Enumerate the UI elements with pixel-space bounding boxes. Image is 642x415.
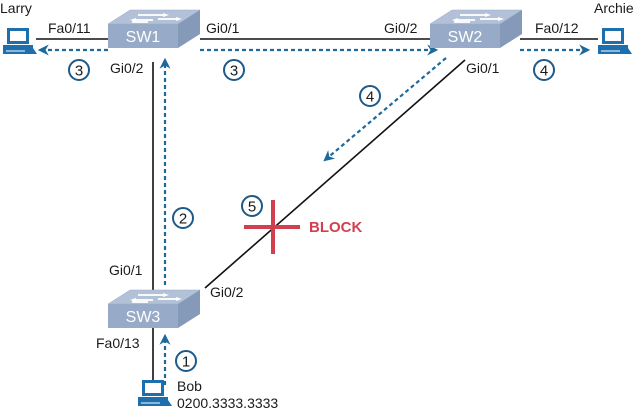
- svg-text:3: 3: [75, 63, 83, 80]
- switch-label: SW1: [126, 29, 161, 46]
- port-label-sw1-gi02: Gi0/2: [110, 60, 144, 76]
- pc-larry-label: Larry: [0, 0, 32, 16]
- step-badge-2: 2: [172, 207, 194, 229]
- step-badge-3-left: 3: [68, 59, 90, 81]
- svg-text:4: 4: [540, 63, 548, 80]
- pc-bob[interactable]: [137, 379, 173, 407]
- port-label-sw3-gi02: Gi0/2: [210, 284, 244, 300]
- switch-label: SW2: [448, 29, 483, 46]
- link-sw2-sw3: [204, 59, 466, 289]
- step-badge-4-diag: 4: [359, 85, 381, 107]
- svg-text:5: 5: [248, 199, 256, 216]
- svg-text:1: 1: [182, 354, 190, 371]
- svg-text:3: 3: [230, 63, 238, 80]
- step-badge-4-right: 4: [533, 59, 555, 81]
- pc-archie[interactable]: [597, 27, 633, 55]
- pc-icon: [597, 27, 633, 55]
- pc-larry[interactable]: [2, 27, 38, 55]
- switch-sw1[interactable]: SW1: [107, 9, 201, 49]
- port-label-sw2-gi02: Gi0/2: [384, 20, 418, 36]
- pc-icon: [2, 27, 38, 55]
- step-badge-1: 1: [175, 350, 197, 372]
- step-badge-3-right: 3: [223, 59, 245, 81]
- pc-archie-label: Archie: [594, 0, 634, 16]
- block-cross-icon: [244, 200, 300, 254]
- svg-text:2: 2: [179, 211, 187, 228]
- pc-bob-label: Bob: [177, 378, 202, 394]
- switch-label: SW3: [126, 309, 161, 326]
- port-label-sw1-fa011: Fa0/11: [48, 20, 91, 36]
- port-label-sw1-gi01: Gi0/1: [206, 20, 240, 36]
- pc-bob-mac: 0200.3333.3333: [177, 395, 278, 411]
- port-label-sw2-fa012: Fa0/12: [535, 20, 579, 36]
- step-badge-5: 5: [241, 195, 263, 217]
- flow-arrow-step4-diag: [323, 57, 447, 162]
- port-label-sw3-gi01: Gi0/1: [109, 262, 143, 278]
- switch-sw3[interactable]: SW3: [107, 289, 201, 329]
- block-label: BLOCK: [309, 219, 362, 236]
- pc-icon: [137, 379, 173, 407]
- svg-text:4: 4: [366, 89, 374, 106]
- port-label-sw2-gi01: Gi0/1: [466, 60, 500, 76]
- port-label-sw3-fa013: Fa0/13: [96, 335, 140, 351]
- switch-sw2[interactable]: SW2: [429, 9, 523, 49]
